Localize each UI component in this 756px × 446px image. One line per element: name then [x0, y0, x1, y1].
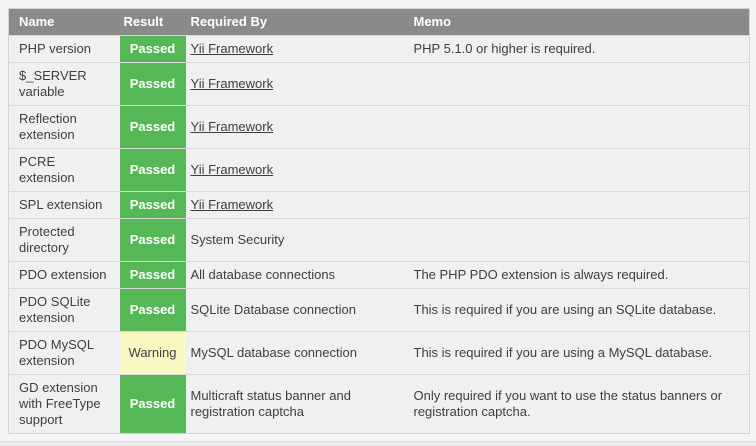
- memo-text: This is required if you are using an SQL…: [403, 288, 750, 332]
- result-badge: Warning: [119, 331, 186, 375]
- memo-text: PHP 5.1.0 or higher is required.: [403, 35, 750, 63]
- memo-text: Only required if you want to use the sta…: [403, 374, 750, 434]
- required-by-link[interactable]: Yii Framework: [190, 162, 274, 177]
- column-header-memo: Memo: [403, 8, 750, 36]
- required-by: Yii Framework: [185, 35, 404, 63]
- table-header: Name Result Required By Memo: [8, 8, 750, 36]
- table-header-row: Name Result Required By Memo: [8, 8, 750, 36]
- memo-text: The PHP PDO extension is always required…: [403, 261, 750, 289]
- result-badge: Passed: [119, 288, 186, 332]
- requirements-table: Name Result Required By Memo PHP version…: [8, 8, 750, 434]
- requirement-name: PHP version: [8, 35, 120, 63]
- memo-text: [403, 218, 750, 262]
- next-section-edge: [0, 441, 756, 446]
- result-badge: Passed: [119, 191, 186, 219]
- result-badge: Passed: [119, 148, 186, 192]
- requirement-name: PDO extension: [8, 261, 120, 289]
- required-by: Yii Framework: [185, 62, 404, 106]
- requirement-name: PCRE extension: [8, 148, 120, 192]
- requirement-name: Protected directory: [8, 218, 120, 262]
- requirement-name: PDO MySQL extension: [8, 331, 120, 375]
- result-badge: Passed: [119, 105, 186, 149]
- required-by-link[interactable]: Yii Framework: [190, 41, 274, 56]
- requirement-name: SPL extension: [8, 191, 120, 219]
- required-by: MySQL database connection: [185, 331, 404, 375]
- required-by: SQLite Database connection: [185, 288, 404, 332]
- requirement-name: Reflection extension: [8, 105, 120, 149]
- required-by-link[interactable]: Yii Framework: [190, 76, 274, 91]
- result-badge: Passed: [119, 261, 186, 289]
- requirement-name: $_SERVER variable: [8, 62, 120, 106]
- column-header-result: Result: [119, 8, 186, 36]
- memo-text: [403, 105, 750, 149]
- requirement-name: PDO SQLite extension: [8, 288, 120, 332]
- column-header-required-by: Required By: [185, 8, 404, 36]
- requirement-name: GD extension with FreeType support: [8, 374, 120, 434]
- memo-text: [403, 62, 750, 106]
- result-badge: Passed: [119, 374, 186, 434]
- memo-text: [403, 191, 750, 219]
- required-by: Multicraft status banner and registratio…: [185, 374, 404, 434]
- required-by-link[interactable]: Yii Framework: [190, 197, 274, 212]
- memo-text: This is required if you are using a MySQ…: [403, 331, 750, 375]
- required-by: Yii Framework: [185, 191, 404, 219]
- required-by: System Security: [185, 218, 404, 262]
- required-by: Yii Framework: [185, 148, 404, 192]
- result-badge: Passed: [119, 62, 186, 106]
- required-by: All database connections: [185, 261, 404, 289]
- memo-text: [403, 148, 750, 192]
- result-badge: Passed: [119, 35, 186, 63]
- required-by: Yii Framework: [185, 105, 404, 149]
- result-badge: Passed: [119, 218, 186, 262]
- column-header-name: Name: [8, 8, 120, 36]
- required-by-link[interactable]: Yii Framework: [190, 119, 274, 134]
